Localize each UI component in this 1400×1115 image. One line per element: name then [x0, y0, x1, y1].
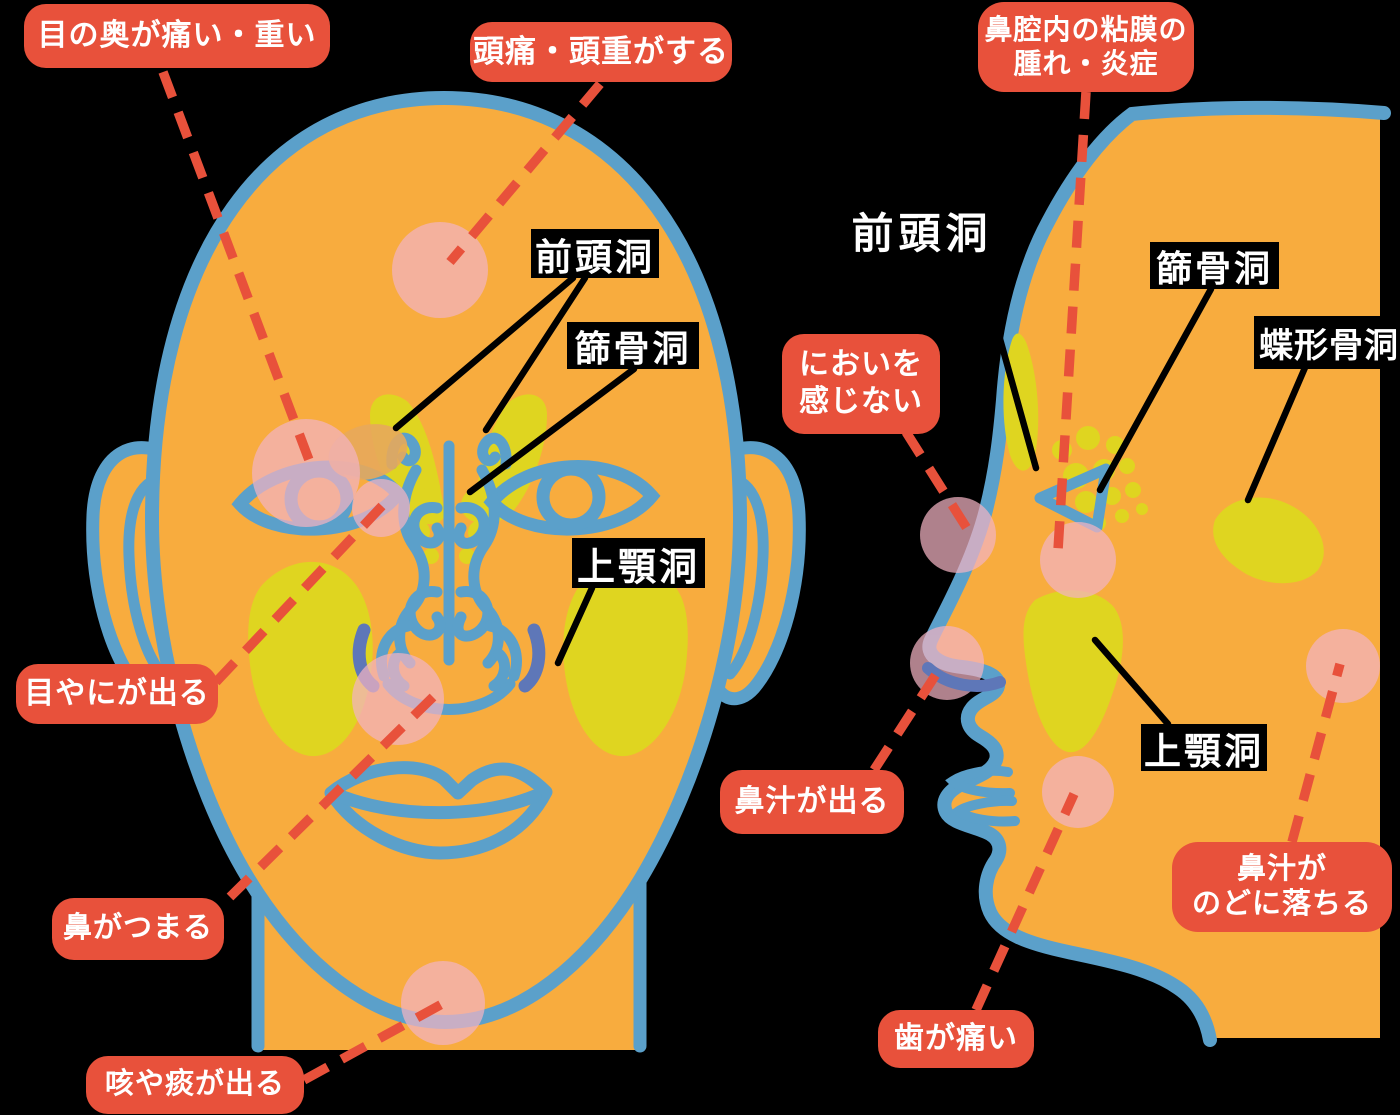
label-text: においを — [799, 348, 923, 382]
label-text: 咳や痰が出る — [104, 1068, 285, 1101]
label-sphenoid-sinus: 蝶形骨洞 — [1254, 316, 1400, 369]
label-postnasal-drip: 鼻汁が のどに落ちる — [1172, 842, 1392, 932]
label-stuffy-nose: 鼻がつまる — [52, 898, 224, 960]
label-ethmoid-sinus-right: 篩骨洞 — [1150, 242, 1279, 289]
label-mucosa-swelling: 鼻腔内の粘膜の 腫れ・炎症 — [978, 2, 1194, 92]
label-text: 鼻汁が — [1236, 852, 1327, 885]
label-no-smell: においを 感じない — [782, 334, 940, 434]
nostril-wing-profile — [922, 662, 1006, 692]
iris-right — [536, 462, 606, 532]
label-tooth-pain: 歯が痛い — [878, 1010, 1034, 1068]
label-ethmoid-sinus-left: 篩骨洞 — [567, 322, 699, 369]
label-text: 鼻腔内の粘膜の — [984, 13, 1188, 45]
pain-spots-front — [252, 222, 488, 1045]
label-text: 頭痛・頭重がする — [473, 34, 729, 70]
label-runny-nose: 鼻汁が出る — [720, 770, 904, 834]
label-text: 目やにが出る — [24, 676, 210, 710]
sinus-areas-profile — [1003, 333, 1324, 753]
label-maxillary-sinus-left: 上顎洞 — [572, 538, 705, 589]
label-frontal-sinus-left: 前頭洞 — [531, 229, 659, 278]
label-eye-discharge: 目やにが出る — [16, 664, 218, 724]
label-text: 感じない — [799, 385, 923, 418]
label-headache: 頭痛・頭重がする — [470, 22, 732, 82]
label-eye-deep-pain: 目の奥が痛い・重い — [24, 4, 330, 68]
nasal-passages — [376, 432, 522, 715]
label-text: 腫れ・炎症 — [1013, 48, 1159, 79]
mouth-front — [324, 761, 553, 860]
label-cough-phlegm: 咳や痰が出る — [86, 1056, 304, 1114]
eye-profile — [1034, 463, 1112, 533]
label-text: 鼻がつまる — [62, 912, 213, 945]
label-text: 鼻汁が出る — [734, 784, 890, 818]
profile-outline — [922, 100, 1391, 1047]
label-text: 目の奥が痛い・重い — [37, 18, 317, 52]
lips-profile — [945, 765, 1020, 827]
label-text: 歯が痛い — [894, 1021, 1018, 1055]
label-maxillary-sinus-right: 上顎洞 — [1141, 724, 1267, 772]
leader-lines — [392, 256, 1314, 728]
label-frontal-sinus-right: 前頭洞 — [851, 209, 993, 257]
symptom-lines — [158, 70, 1345, 1085]
eye-right — [483, 460, 661, 536]
label-text: のどに落ちる — [1191, 888, 1372, 920]
